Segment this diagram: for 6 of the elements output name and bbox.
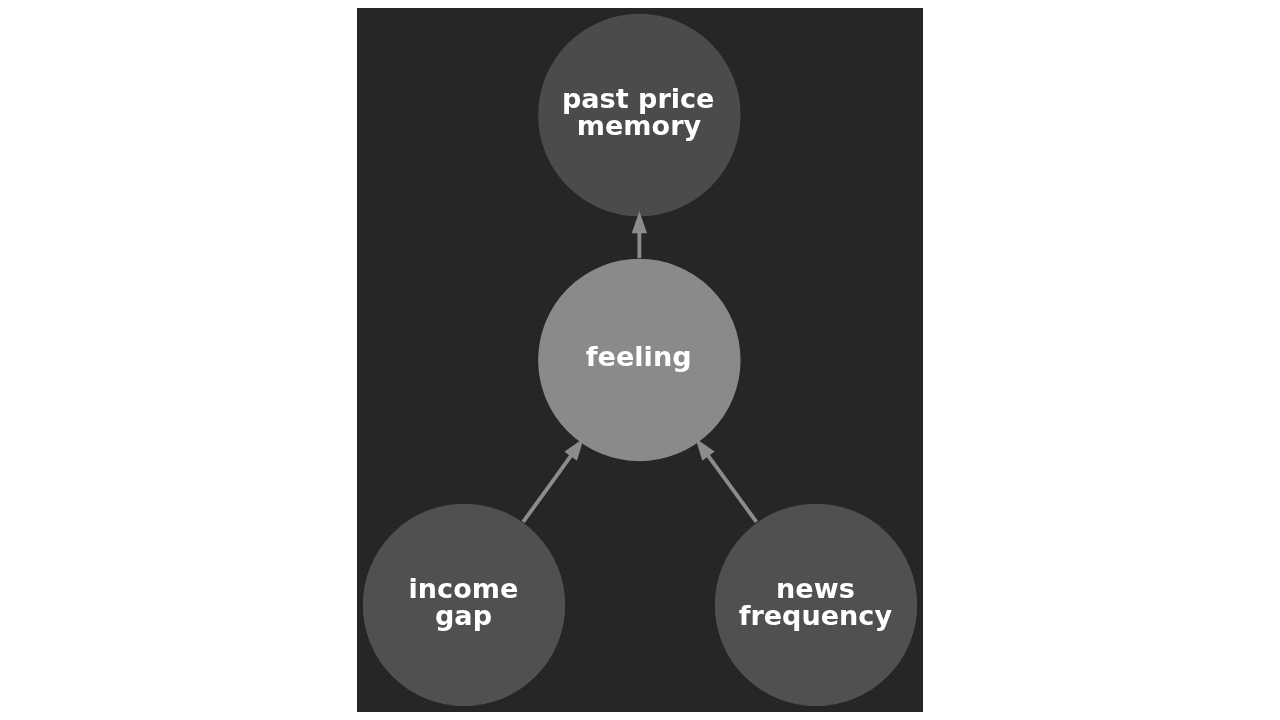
node-circle: news frequency bbox=[713, 502, 919, 708]
node-circle: past price memory bbox=[536, 12, 742, 218]
node-circle: income gap bbox=[361, 502, 567, 708]
arrow bbox=[521, 438, 584, 524]
arrow bbox=[695, 438, 758, 524]
arrow bbox=[631, 211, 648, 258]
